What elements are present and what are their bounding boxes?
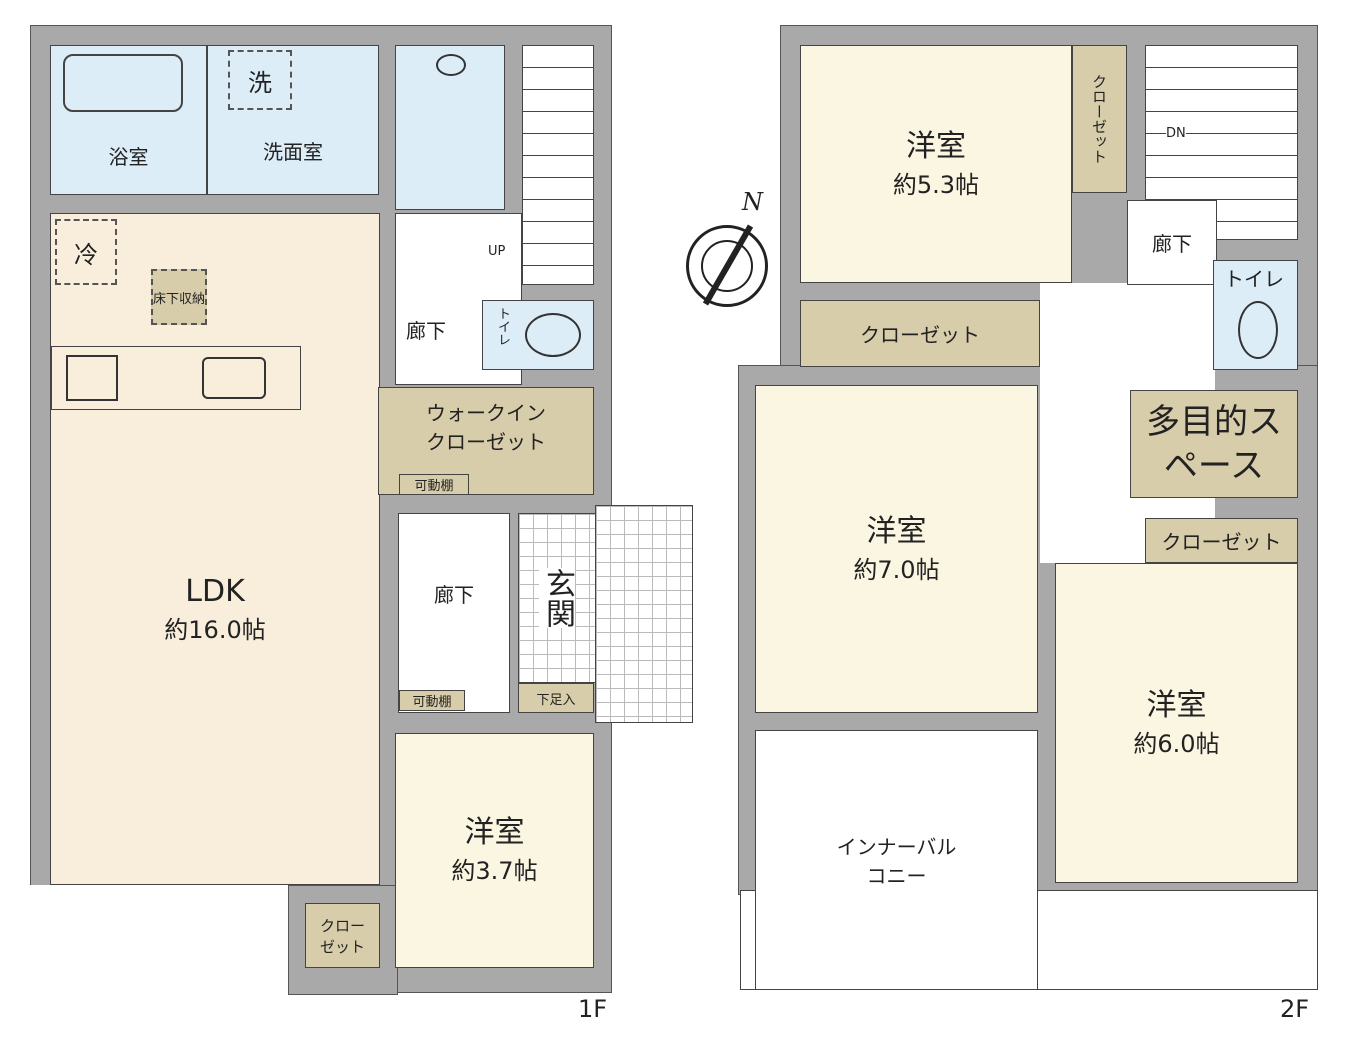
room-multipurpose-space: 多目的スペース: [1130, 390, 1298, 498]
room-inner-balcony: インナーバルコニー: [755, 730, 1038, 990]
floor1-cutout: [30, 885, 288, 1005]
fridge-space: 冷: [55, 219, 117, 285]
room-label: 玄関: [539, 568, 575, 628]
porch: [595, 505, 693, 723]
room-western-5-3: 洋室 約5.3帖: [800, 45, 1072, 283]
room-toilet-2f: トイレ: [1213, 260, 1298, 370]
room-label: 多目的スペース: [1146, 401, 1282, 486]
toilet-icon: [1238, 301, 1278, 359]
room-label: クローゼット: [1090, 74, 1108, 164]
room-entrance: 玄関: [518, 513, 596, 683]
room-closet-2f-mid: クローゼット: [800, 300, 1040, 367]
room-name: 洋室: [906, 128, 966, 164]
room-washroom: 洗 洗面室: [207, 45, 379, 195]
sink-icon: [436, 54, 466, 76]
room-size: 約7.0帖: [853, 555, 940, 584]
room-western-7-0: 洋室 約7.0帖: [755, 385, 1038, 713]
room-sink: [395, 45, 505, 210]
room-name: LDK: [185, 573, 245, 609]
stairs-down-label: DN: [1166, 126, 1186, 141]
bathtub-icon: [63, 54, 183, 112]
room-size: 約16.0帖: [164, 615, 266, 644]
room-closet-2f-top: クローゼット: [1072, 45, 1127, 193]
room-western-6-0: 洋室 約6.0帖: [1055, 563, 1298, 883]
room-label: 廊下: [406, 318, 446, 343]
room-label: トイレ: [1224, 267, 1284, 291]
room-western-1f: 洋室 約3.7帖: [395, 733, 594, 968]
stairs-up-label: UP: [488, 244, 506, 259]
floor-label-1f: 1F: [578, 995, 608, 1023]
room-label: クローゼット: [860, 323, 980, 347]
washer-space: 洗: [228, 50, 292, 110]
room-name: 洋室: [866, 513, 927, 549]
room-size: 約6.0帖: [1133, 729, 1220, 758]
room-label: インナーバルコニー: [836, 835, 957, 888]
compass-north-label: N: [742, 188, 763, 216]
room-size: 約5.3帖: [892, 170, 980, 199]
room-walk-in-closet: ウォークインクローゼット 可動棚: [378, 387, 594, 495]
shoe-storage: 下足入: [518, 683, 594, 713]
room-ldk: 冷 床下収納 LDK 約16.0帖: [50, 213, 380, 885]
room-toilet-1f: トイレ: [482, 300, 594, 370]
compass-icon: [686, 224, 768, 307]
stove-icon: [66, 355, 118, 401]
room-label: 浴室: [108, 144, 149, 169]
room-closet-2f-right: クローゼット: [1145, 518, 1298, 563]
room-label: クローゼット: [1161, 530, 1282, 554]
room-label: トイレ: [495, 307, 510, 346]
stairs-1f: [522, 45, 594, 285]
room-label: 廊下: [1152, 232, 1192, 256]
room-label: ウォークインクローゼット: [426, 401, 546, 454]
room-bath: 浴室: [50, 45, 207, 195]
room-label: 洗面室: [263, 139, 323, 164]
kitchen-sink-icon: [202, 357, 266, 399]
hall-2f: 廊下: [1127, 200, 1217, 285]
room-name: 洋室: [464, 815, 525, 850]
toilet-icon: [525, 313, 581, 357]
underfloor-storage: 床下収納: [151, 269, 207, 325]
hall-lower: 廊下 可動棚: [398, 513, 510, 713]
room-closet-1f: クローゼット: [305, 903, 380, 968]
shelf-label: 可動棚: [399, 690, 465, 711]
room-name: 洋室: [1146, 687, 1207, 723]
room-label: クローゼット: [319, 916, 365, 956]
room-label: 廊下: [434, 582, 474, 607]
kitchen-counter: [51, 346, 301, 410]
shelf-label: 可動棚: [399, 474, 469, 495]
room-size: 約3.7帖: [451, 857, 538, 885]
floor-label-2f: 2F: [1280, 995, 1310, 1023]
